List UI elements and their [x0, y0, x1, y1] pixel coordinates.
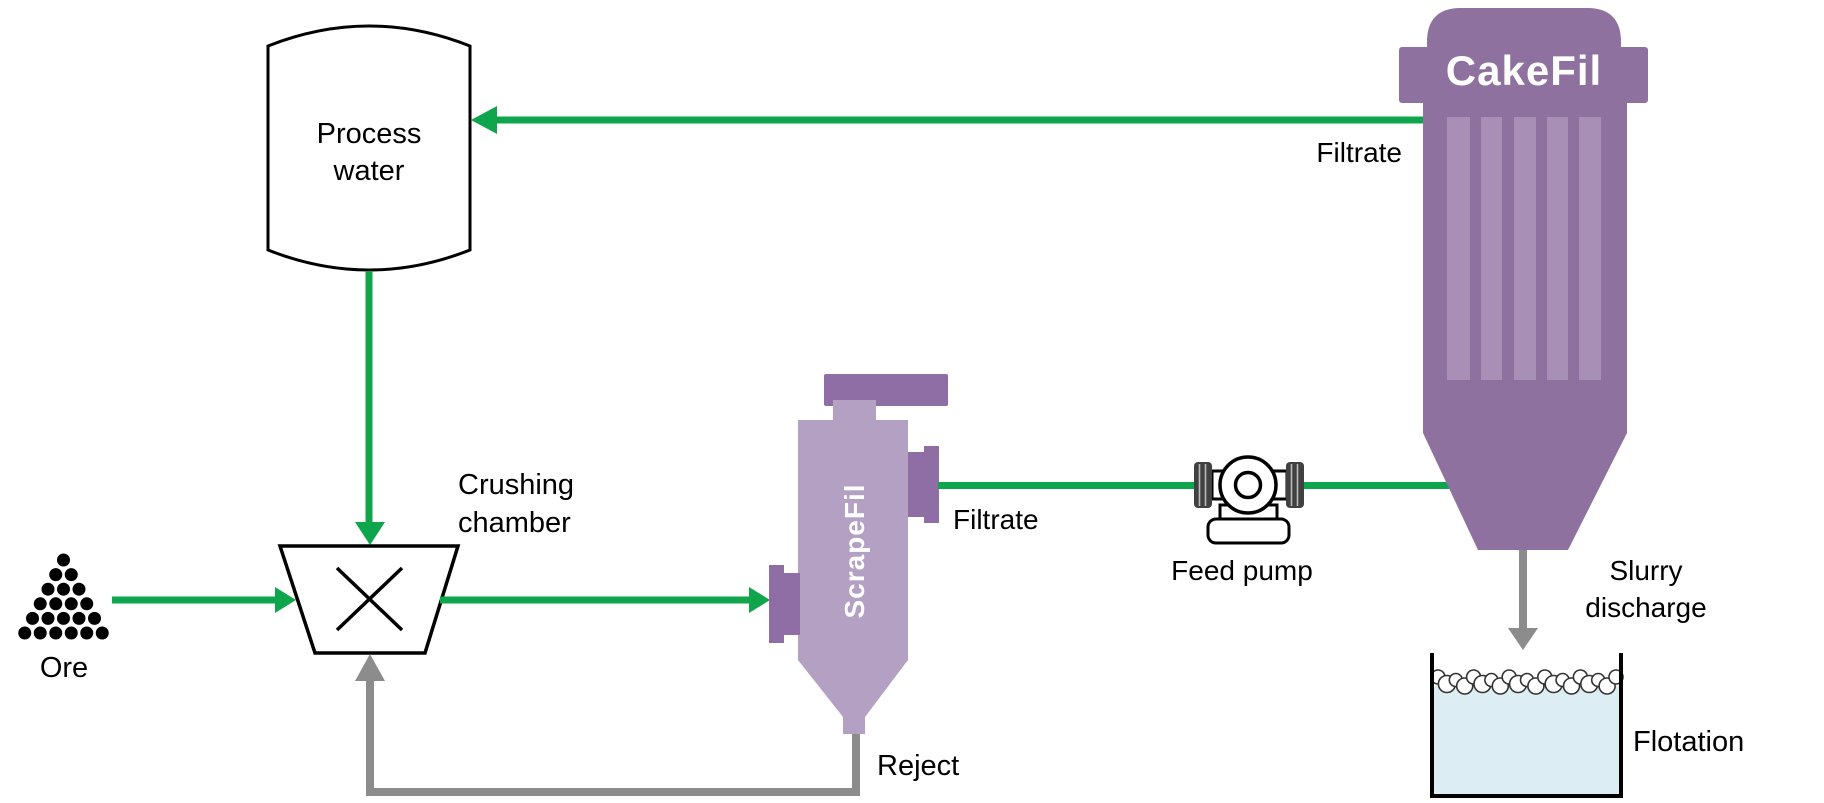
scrapefil-outlet-nozzle — [908, 452, 927, 517]
slurry-discharge-label: Slurry discharge — [1585, 555, 1707, 623]
crushing-chamber — [277, 544, 461, 655]
scrapefil-inlet-nozzle — [782, 573, 800, 635]
reject-line — [355, 654, 860, 796]
filtrate-return-label: Filtrate — [1316, 137, 1402, 168]
scrapefil-outlet-stub — [843, 716, 865, 734]
scrapefil-outlet-flange — [924, 446, 939, 523]
flotation-label: Flotation — [1633, 726, 1745, 758]
cakefil-tubes — [1447, 117, 1601, 380]
pump-right-flange — [1286, 462, 1304, 508]
flotation-walls — [1430, 653, 1623, 798]
feed-pump — [1194, 455, 1304, 545]
scrapefil-to-pump-line — [938, 482, 1196, 489]
pump-eye — [1233, 470, 1263, 500]
scrapefil-filter — [769, 374, 948, 734]
reject-label: Reject — [877, 750, 960, 782]
process-water-label: Process water — [316, 118, 422, 187]
scrapefil-cone — [798, 660, 908, 717]
pump-left-flange — [1194, 462, 1212, 508]
filtrate-return-line — [471, 106, 1425, 134]
arrowhead-down-icon — [355, 522, 385, 545]
arrowhead-down-icon — [1508, 628, 1538, 650]
scrapefil-body — [798, 420, 908, 661]
scrapefil-brand-label: ScrapeFil — [839, 483, 870, 619]
flotation-water — [1434, 686, 1619, 794]
crusher-x-icon — [335, 566, 404, 632]
pump-to-cakefil-line — [1302, 482, 1449, 489]
water-to-crusher-line — [355, 271, 385, 545]
crushing-chamber-label: Crushing chamber — [458, 469, 575, 539]
pump-base — [1206, 517, 1291, 545]
cakefil-brand-label: CakeFil — [1445, 47, 1603, 94]
scrapefil-top-cap — [824, 374, 948, 406]
scrapefil-inlet-flange — [769, 565, 784, 643]
flotation-tank — [1430, 653, 1624, 798]
ore-pile — [18, 553, 109, 640]
crusher-to-scrapefil-line — [440, 587, 770, 613]
arrowhead-right-icon — [275, 587, 296, 613]
ore-to-crusher-line — [112, 587, 296, 613]
flotation-froth-bubbles — [1430, 669, 1624, 695]
feed-pump-label: Feed pump — [1171, 555, 1313, 586]
cakefil-flange — [1399, 47, 1648, 103]
arrowhead-right-icon — [749, 587, 770, 613]
arrowhead-left-icon — [471, 106, 497, 134]
filtrate-pump-label: Filtrate — [953, 504, 1039, 535]
process-water-tank — [266, 24, 472, 272]
ore-label: Ore — [39, 652, 89, 684]
slurry-discharge-line — [1508, 550, 1538, 650]
cakefil-filter — [1399, 8, 1648, 550]
arrowhead-up-icon — [355, 654, 385, 681]
